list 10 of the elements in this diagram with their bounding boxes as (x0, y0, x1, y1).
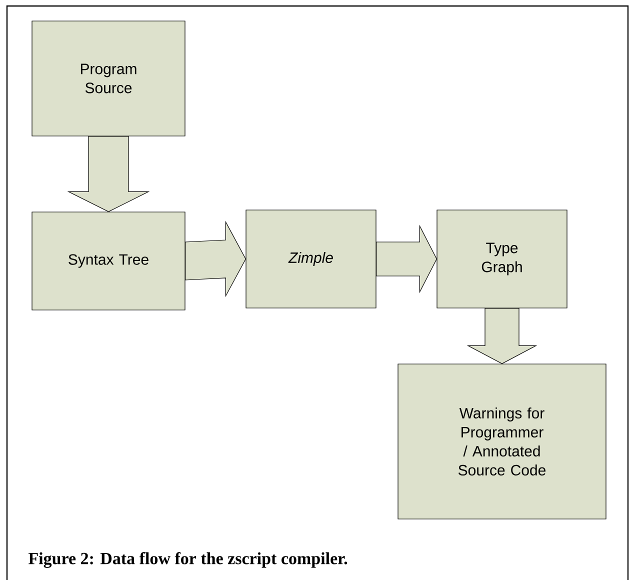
process-box: Zimple (246, 210, 376, 308)
process-box: Program Source (32, 20, 186, 136)
figure-caption: Figure 2: Data flow for the zscript compiler. (28, 552, 348, 568)
block-arrow (376, 224, 438, 294)
process-box: Warnings for Programmer / Annotated Source Code (398, 364, 606, 520)
block-arrow (185, 220, 246, 298)
process-box: Syntax Tree (32, 212, 186, 310)
block-arrow (466, 308, 538, 364)
process-box: Type Graph (436, 210, 568, 308)
block-arrow (67, 136, 150, 212)
